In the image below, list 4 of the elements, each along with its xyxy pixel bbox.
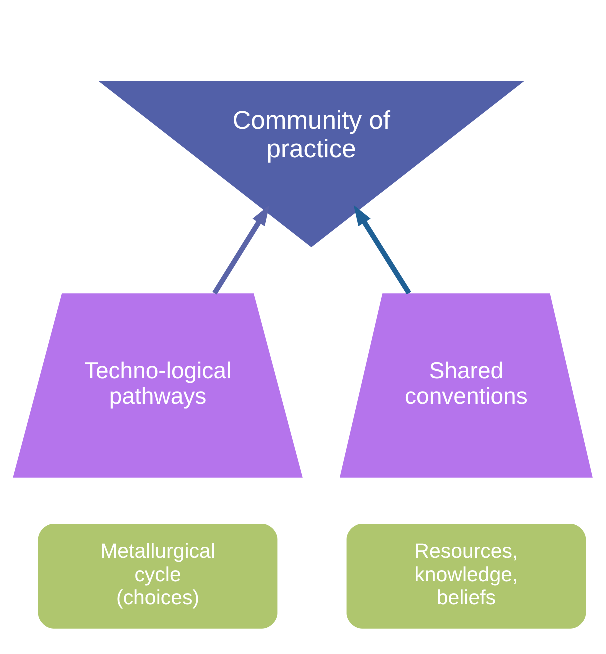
node-box: Resources, knowledge, beliefs bbox=[346, 523, 586, 628]
node-box: Metallurgical cycle (choices) bbox=[38, 523, 278, 628]
arrow bbox=[354, 204, 412, 294]
arrow bbox=[212, 204, 270, 294]
